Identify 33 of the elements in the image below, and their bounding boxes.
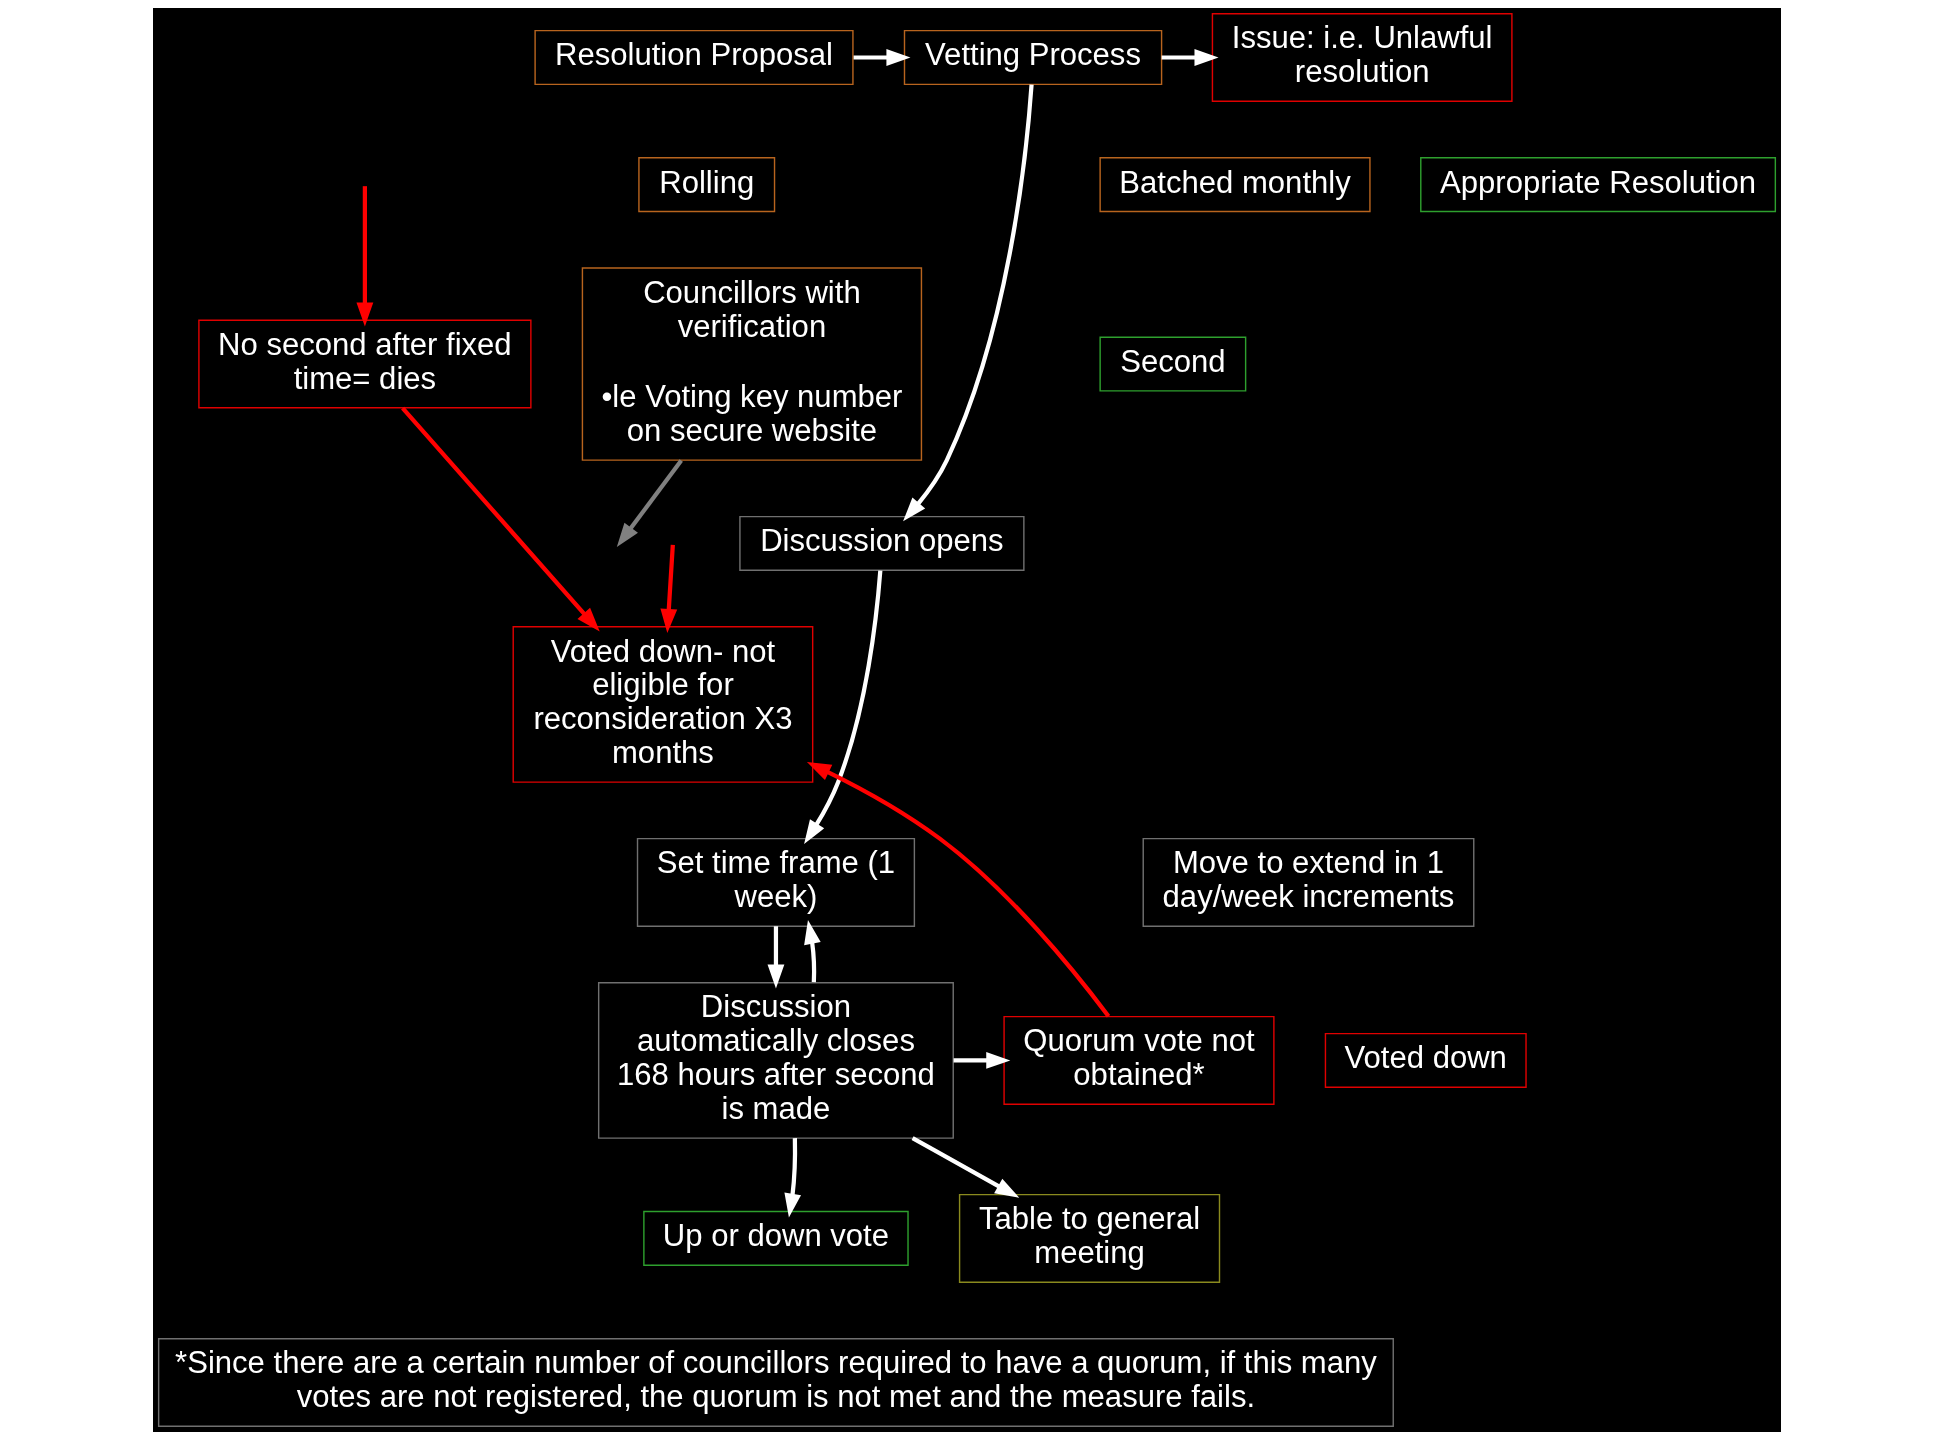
- arrow: [659, 544, 677, 634]
- arrow: [803, 919, 821, 983]
- arrow: [803, 570, 882, 845]
- node-box: Quorum vote not obtained*: [1002, 1015, 1275, 1105]
- arrow: [783, 1138, 801, 1218]
- node-box: No second after fixed time= dies: [197, 319, 532, 409]
- node-box: Set time frame (1 week): [636, 837, 915, 927]
- node-box: Up or down vote: [642, 1210, 909, 1266]
- arrow: [853, 49, 910, 66]
- node-box: Batched monthly: [1098, 157, 1371, 213]
- node-box: Councillors with verification •le Voting key number on secure website: [581, 267, 922, 461]
- node-box: Rolling: [637, 157, 775, 213]
- node-box: Voted down: [1324, 1032, 1527, 1088]
- arrow: [1161, 49, 1219, 66]
- node-box: Move to extend in 1 day/week increments: [1142, 837, 1474, 927]
- node-box: Second: [1098, 336, 1246, 392]
- arrow: [953, 1052, 1010, 1069]
- node-box: Discussion automatically closes 168 hours after second is made: [597, 982, 954, 1139]
- arrow: [902, 84, 1034, 522]
- node-box: Resolution Proposal: [533, 29, 854, 86]
- node-box: Vetting Process: [903, 29, 1162, 86]
- node-box: Issue: i.e. Unlawful resolution: [1211, 13, 1513, 102]
- node-box: Voted down- not eligible for reconsideration X3 months: [512, 626, 813, 783]
- arrow: [911, 1136, 1019, 1198]
- arrow: [806, 761, 1110, 1018]
- node-box: Table to general meeting: [958, 1193, 1220, 1283]
- node-box: Discussion opens: [738, 515, 1025, 571]
- arrow: [616, 459, 683, 548]
- arrow: [355, 186, 373, 327]
- arrow: [400, 406, 600, 632]
- arrow: [767, 926, 784, 989]
- node-box: *Since there are a certain number of councillors required to have a quorum, if this many votes are not registered, the quorum is not met and the measure fails.: [157, 1338, 1394, 1427]
- node-box: Appropriate Resolution: [1419, 157, 1776, 213]
